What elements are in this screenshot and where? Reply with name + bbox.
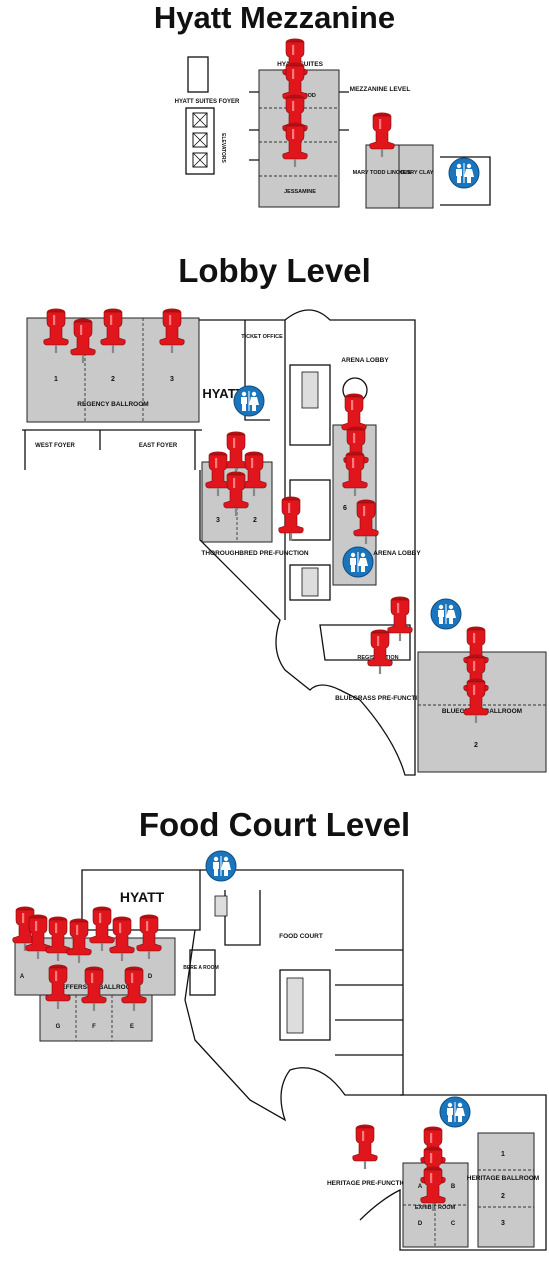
map-pushpin-icon[interactable] [367,629,393,675]
heritage-3-label: 3 [501,1220,505,1227]
bere-a-room-label: BERE A ROOM [183,965,218,971]
jefferson-a-label: A [20,974,25,980]
mary-todd-lincoln-room[interactable] [365,144,400,209]
jefferson-d-label: D [148,974,153,980]
heritage-prefunction-label: HERITAGE PRE-FUNCTION [327,1180,411,1187]
restroom-icon[interactable] [233,385,265,417]
bluegrass-prefunction-label: BLUEGRASS PRE-FUNCTION [335,695,427,702]
hyatt-suites-foyer-label: HYATT SUITES FOYER [175,99,240,105]
escalator-icon[interactable] [214,895,228,917]
foodcourt-section: HYATT FOOD COURT BERE A ROOM A D JEFFERS… [12,850,547,1251]
foodcourt-title: Food Court Level [138,806,411,843]
hyatt-lobby-label: HYATT [202,386,243,401]
east-foyer-label: EAST FOYER [139,443,178,449]
escalator-icon[interactable] [301,567,319,597]
thoroughbred-3-label: 3 [216,517,220,524]
regency-1-label: 1 [54,376,58,383]
restroom-icon[interactable] [342,546,374,578]
restroom-icon[interactable] [448,157,480,189]
room-6-label: 6 [343,505,347,512]
regency-2-label: 2 [111,376,115,383]
elevator-icon [192,132,208,148]
bluegrass-2-label: 2 [474,742,478,749]
elevator-icon [192,152,208,168]
escalator-icon[interactable] [286,977,304,1034]
arena-lobby-top-label: ARENA LOBBY [341,357,389,364]
henry-clay-room[interactable] [398,144,434,209]
restroom-icon[interactable] [205,850,237,882]
heritage-1-label: 1 [501,1151,505,1158]
mezzanine-section: HYATT SUITES FOYER ELEVATORS HYATT SUITE… [175,38,491,209]
escalator-icon[interactable] [301,371,319,409]
elevator-icon [192,112,208,128]
escalator-area [289,364,331,446]
elevator-bank [185,107,215,175]
exhibit-room-label: EXHIBIT ROOM [415,1205,456,1211]
heritage-2-label: 2 [501,1193,505,1200]
thoroughbred-2-label: 2 [253,517,257,524]
jefferson-g-label: G [56,1024,61,1030]
lobby-section: 1 2 3 REGENCY BALLROOM WEST FOYER EAST F… [22,308,547,776]
stair-box [187,56,209,93]
jefferson-f-label: F [92,1024,96,1030]
map-pushpin-icon[interactable] [278,496,304,542]
heritage-ballroom-label: HERITAGE BALLROOM [467,1175,539,1182]
arena-lobby-side-label: ARENA LOBBY [373,550,421,557]
mary-todd-lincoln-label: MARY TODD LINCOLN [353,170,412,176]
west-foyer-label: WEST FOYER [35,443,75,449]
jefferson-e-label: E [130,1024,134,1030]
regency-3-label: 3 [170,376,174,383]
exhibit-d-label: D [418,1221,423,1227]
mezzanine-title: Hyatt Mezzanine [153,0,396,35]
food-court-label: FOOD COURT [279,933,323,940]
restroom-icon[interactable] [430,598,462,630]
henry-clay-label: HENRY CLAY [399,170,434,176]
registration-area[interactable] [319,624,411,661]
elevators-label: ELEVATORS [220,133,226,163]
food-court-outline [184,869,404,1122]
hyatt-fc-area [81,869,201,931]
regency-ballroom-label: REGENCY BALLROOM [77,401,148,408]
restroom-icon[interactable] [439,1096,471,1128]
heritage-ballroom[interactable] [477,1132,535,1248]
exhibit-c-label: C [451,1221,456,1227]
lobby-outline [199,309,416,776]
map-pushpin-icon[interactable] [387,596,413,642]
exhibit-b-label: B [451,1184,456,1190]
ticket-office-label: TICKET OFFICE [241,334,283,340]
thoroughbred-prefunction-label: THOROUGHBRED PRE-FUNCTION [201,550,309,557]
map-pushpin-icon[interactable] [352,1124,378,1170]
mezzanine-level-label: MEZZANINE LEVEL [350,86,411,93]
hyatt-fc-label: HYATT [120,889,165,905]
jessamine-label: JESSAMINE [284,189,316,195]
lobby-title: Lobby Level [178,252,371,289]
exhibit-a-label: A [418,1184,423,1190]
